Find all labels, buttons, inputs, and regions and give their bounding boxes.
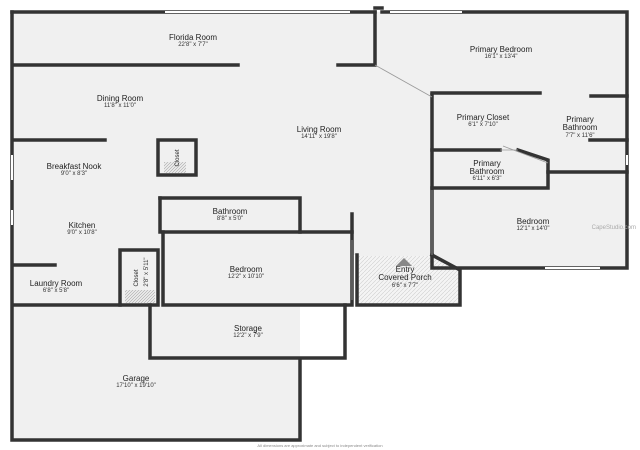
label-primary-closet: Primary Closet [457,113,510,122]
label-florida-room: Florida Room [169,33,217,42]
room-labels: Florida Room 22'8" x 7'7" Primary Bedroo… [30,33,598,389]
dims-dining-room: 11'8" x 11'0" [104,103,136,109]
dims-kitchen: 9'0" x 10'8" [67,230,97,236]
dims-primary-bedroom: 16'1" x 13'4" [485,54,518,60]
floor-areas [12,12,627,440]
dims-entry: 6'6" x 7'7" [392,283,418,289]
label-bedroom-2: Bedroom [230,265,263,274]
label-kitchen: Kitchen [69,221,96,230]
dims-living-room: 14'11" x 19'8" [301,134,337,140]
dims-bathroom: 8'8" x 5'0" [217,216,243,222]
label-laundry-closet: Closet [134,269,140,286]
nook-closet-hatch [164,162,186,173]
dims-primary-bathroom-2: 6'11" x 6'3" [472,176,501,182]
door-lines [351,64,549,300]
dims-florida-room: 22'8" x 7'7" [178,42,208,48]
label-nook-closet: Closet [175,149,181,166]
label-covered-porch: Covered Porch [378,273,431,282]
label-living-room: Living Room [297,125,342,134]
label-garage: Garage [123,374,150,383]
dims-bedroom-2: 12'2" x 10'10" [228,274,264,280]
label-storage: Storage [234,324,263,333]
label-bedroom-1: Bedroom [517,217,550,226]
label-primary-bathroom-1b: Bathroom [563,123,598,132]
label-laundry-room: Laundry Room [30,279,83,288]
label-primary-bathroom-2a: Primary [473,159,501,168]
dims-laundry-closet: 2'8" x 5'11" [144,257,150,286]
dims-laundry-room: 6'8" x 5'8" [43,288,69,294]
label-bathroom: Bathroom [213,207,248,216]
dims-primary-bathroom-1: 7'7" x 11'6" [565,133,594,139]
label-primary-bathroom-1a: Primary [566,115,594,124]
windows [11,11,628,269]
laundry-closet-hatch [125,290,155,303]
watermark: CapeStudio.com [592,225,636,231]
label-entry: Entry [396,265,415,274]
label-breakfast-nook: Breakfast Nook [47,162,103,171]
dims-garage: 17'10" x 19'10" [116,383,156,389]
dims-bedroom-1: 12'1" x 14'0" [517,226,550,232]
entry-arrow-icon [396,258,412,266]
dims-primary-closet: 6'1" x 7'10" [468,122,498,128]
disclaimer-footnote: All dimensions are approximate and subje… [257,443,382,448]
dims-breakfast-nook: 9'0" x 8'3" [61,171,87,177]
dims-storage: 12'2" x 7'9" [233,333,263,339]
label-primary-bathroom-2b: Bathroom [470,167,505,176]
label-primary-bedroom: Primary Bedroom [470,45,533,54]
label-dining-room: Dining Room [97,94,144,103]
